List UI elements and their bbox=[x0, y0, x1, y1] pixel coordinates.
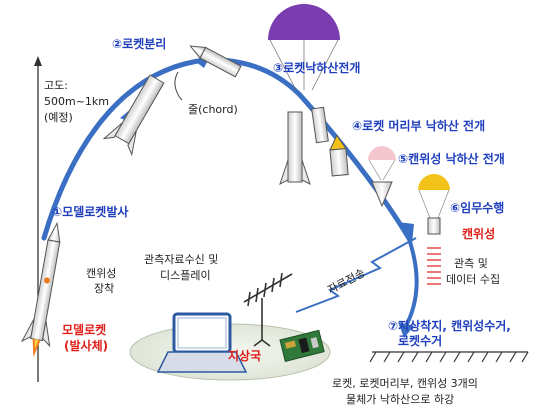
step-4-label: ④로켓 머리부 낙하산 전개 bbox=[352, 119, 486, 133]
step-7-label: ⑦지상착지, 캔위성수거, bbox=[388, 319, 511, 333]
step-2-label: ②로켓분리 bbox=[112, 37, 167, 51]
separated-rocket-body bbox=[102, 74, 165, 157]
altitude-label: 고도: bbox=[44, 79, 68, 92]
model-rocket-label: 모델로켓 bbox=[62, 323, 107, 337]
altitude-range: 500m~1km bbox=[44, 95, 110, 108]
step-5-label: ⑤캔위성 낙하산 전개 bbox=[398, 152, 505, 166]
observe-label-1: 관측 및 bbox=[454, 257, 488, 270]
observe-label-2: 데이터 수집 bbox=[446, 273, 501, 286]
separated-nose-cone bbox=[189, 45, 242, 78]
receive-display-label-1: 관측자료수신 및 bbox=[144, 253, 219, 266]
descent-arrow-head bbox=[398, 322, 414, 338]
ground-station-label: 지상국 bbox=[228, 349, 262, 363]
flight-trajectory bbox=[41, 57, 413, 243]
cansat-parachute bbox=[418, 174, 450, 285]
nose-parachute bbox=[368, 146, 396, 208]
landing-ground bbox=[369, 351, 529, 363]
step-7-label-line2: 로켓수거 bbox=[398, 334, 443, 348]
cansat-mount-label-1: 캔위성 bbox=[86, 267, 117, 280]
launch-rocket bbox=[20, 221, 61, 358]
descent-note-2: 물체가 낙하산으로 하강 bbox=[346, 393, 455, 406]
cansat-mount-label-2: 장착 bbox=[94, 282, 115, 295]
descent-arrow bbox=[403, 235, 419, 329]
step-3-label: ③로켓낙하산전개 bbox=[273, 61, 361, 75]
chord-label: 줄(chord) bbox=[188, 103, 238, 116]
receive-display-label-2: 디스플레이 bbox=[160, 269, 211, 282]
rocket-parachute bbox=[268, 4, 340, 185]
descent-note-1: 로켓, 로켓머리부, 캔위성 3개의 bbox=[332, 377, 478, 390]
circuit-board-icon bbox=[279, 329, 325, 362]
step-1-label: ①모델로켓발사 bbox=[52, 205, 129, 219]
step-6-label: ⑥임무수행 bbox=[450, 201, 505, 215]
antenna-icon bbox=[243, 272, 293, 347]
telemetry-lightning-icon bbox=[295, 237, 417, 313]
observation-waves bbox=[427, 247, 441, 285]
laptop-icon bbox=[156, 312, 248, 373]
launch-vehicle-label: (발사체) bbox=[64, 339, 109, 353]
chord-line bbox=[174, 71, 183, 101]
altitude-note: (예정) bbox=[44, 111, 73, 124]
cansat-label: 캔위성 bbox=[462, 227, 496, 241]
falling-nose-cone bbox=[329, 134, 349, 177]
